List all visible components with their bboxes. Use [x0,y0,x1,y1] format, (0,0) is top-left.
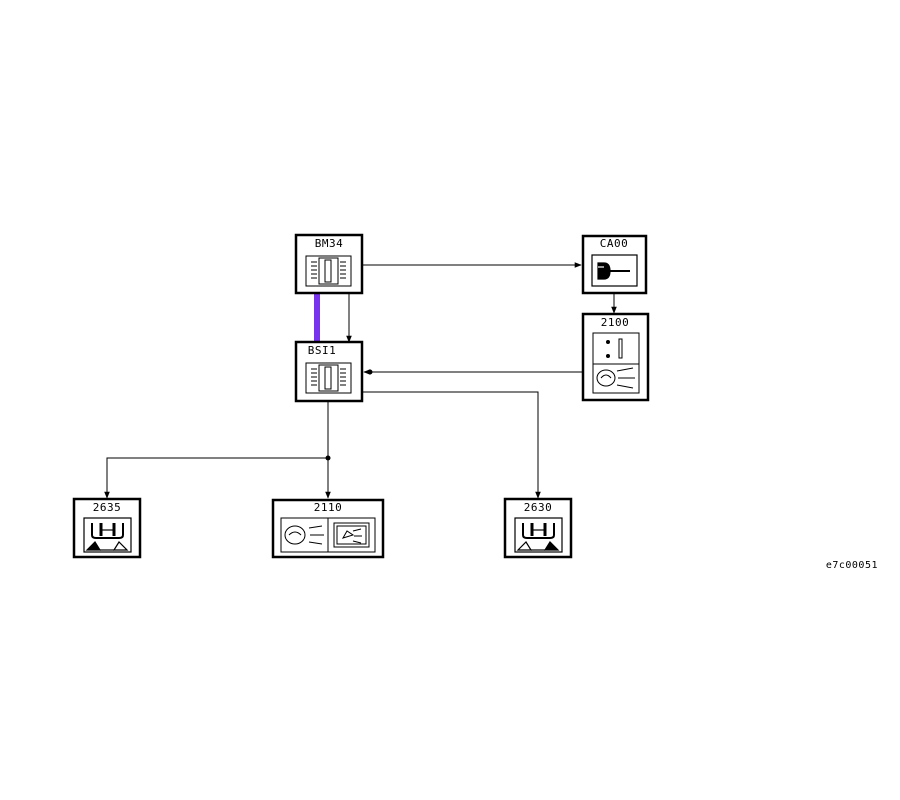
module-2110-label: 2110 [314,501,343,514]
module-2630-label: 2630 [524,501,553,514]
module-2635-label: 2635 [93,501,122,514]
wire-bsi1-2630 [362,391,541,499]
junction-dot [325,455,331,461]
module-2100-label: 2100 [601,316,630,329]
rear-fog-lamp-icon [514,517,563,553]
fuse-box-icon [305,255,352,287]
connections [104,262,617,499]
diagram-reference-code: e7c00051 [826,560,878,571]
ignition-key-icon [591,254,638,287]
module-ca00[interactable]: CA00 [581,234,648,295]
wire-junction-2635 [104,457,328,499]
module-ca00-label: CA00 [600,237,629,250]
module-2110[interactable]: 2110 [271,498,385,559]
module-2100[interactable]: 2100 [581,312,650,402]
module-bsi1-label: BSI1 [308,344,337,357]
fuse-box-icon [305,362,352,394]
rear-fog-lamp-icon [83,517,132,553]
module-bsi1[interactable]: BSI1 [294,340,364,403]
headlamp-warning-icon [280,517,376,553]
junction-dot-bsi1 [367,369,373,375]
module-2630[interactable]: 2630 [503,497,573,559]
module-2635[interactable]: 2635 [72,497,142,559]
module-bm34-label: BM34 [315,237,344,250]
module-bm34[interactable]: BM34 [294,233,364,295]
headlamp-switch-icon [592,332,640,394]
